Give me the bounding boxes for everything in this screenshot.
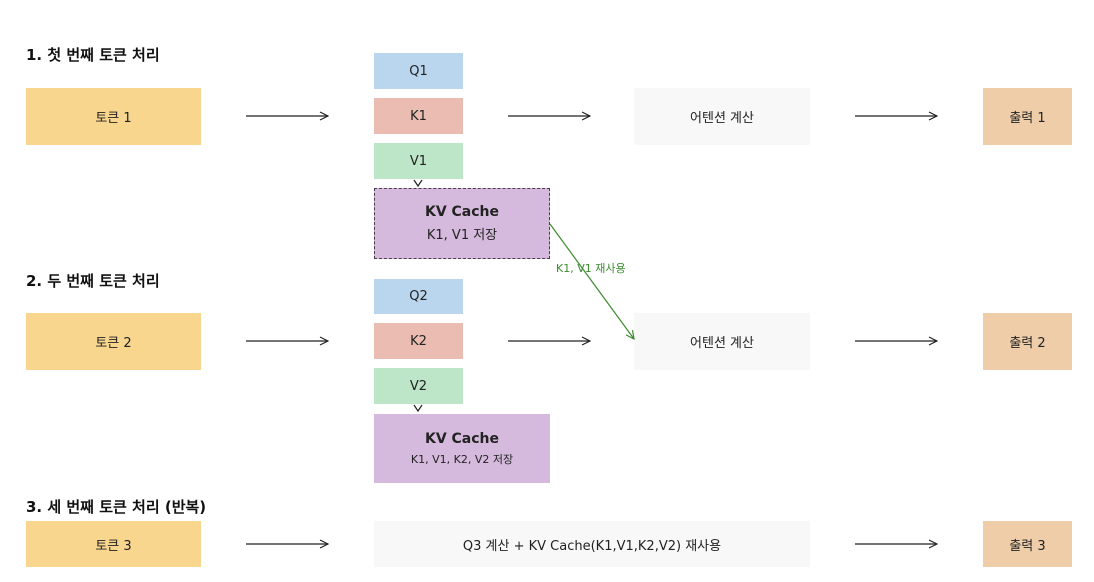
output-1-box: 출력 1 — [983, 88, 1072, 145]
kv-cache-1-title: KV Cache — [424, 204, 500, 220]
k1-box: K1 — [374, 98, 463, 134]
arrow-v1-to-cache — [413, 179, 423, 188]
kv-cache-2-box: KV Cache K1, V1, K2, V2 저장 — [374, 414, 550, 483]
token-2-box: 토큰 2 — [26, 313, 201, 370]
section-2-heading: 2. 두 번째 토큰 처리 — [26, 272, 160, 290]
output-3-box: 출력 3 — [983, 521, 1072, 567]
attention-2-box: 어텐션 계산 — [634, 313, 810, 370]
section-3-heading: 3. 세 번째 토큰 처리 (반복) — [26, 498, 207, 516]
k2-box: K2 — [374, 323, 463, 359]
kv-cache-2-title: KV Cache — [424, 430, 500, 447]
arrow-v2-to-cache — [413, 404, 423, 413]
q1-box: Q1 — [374, 53, 463, 89]
v2-box: V2 — [374, 368, 463, 404]
v1-box: V1 — [374, 143, 463, 179]
arrow-cache-reuse — [549, 223, 634, 339]
token-1-box: 토큰 1 — [26, 88, 201, 145]
reuse-label: K1, V1 재사용 — [556, 262, 626, 275]
kv-cache-1-box: KV Cache K1, V1 저장 — [374, 188, 550, 259]
q2-box: Q2 — [374, 279, 463, 314]
section-1-heading: 1. 첫 번째 토큰 처리 — [26, 46, 160, 64]
kv-cache-1-subtitle: K1, V1 저장 — [426, 228, 498, 243]
kv-cache-2-subtitle: K1, V1, K2, V2 저장 — [410, 452, 514, 466]
output-2-box: 출력 2 — [983, 313, 1072, 370]
process-3-box: Q3 계산 + KV Cache(K1,V1,K2,V2) 재사용 — [374, 521, 810, 567]
token-3-box: 토큰 3 — [26, 521, 201, 567]
attention-1-box: 어텐션 계산 — [634, 88, 810, 145]
